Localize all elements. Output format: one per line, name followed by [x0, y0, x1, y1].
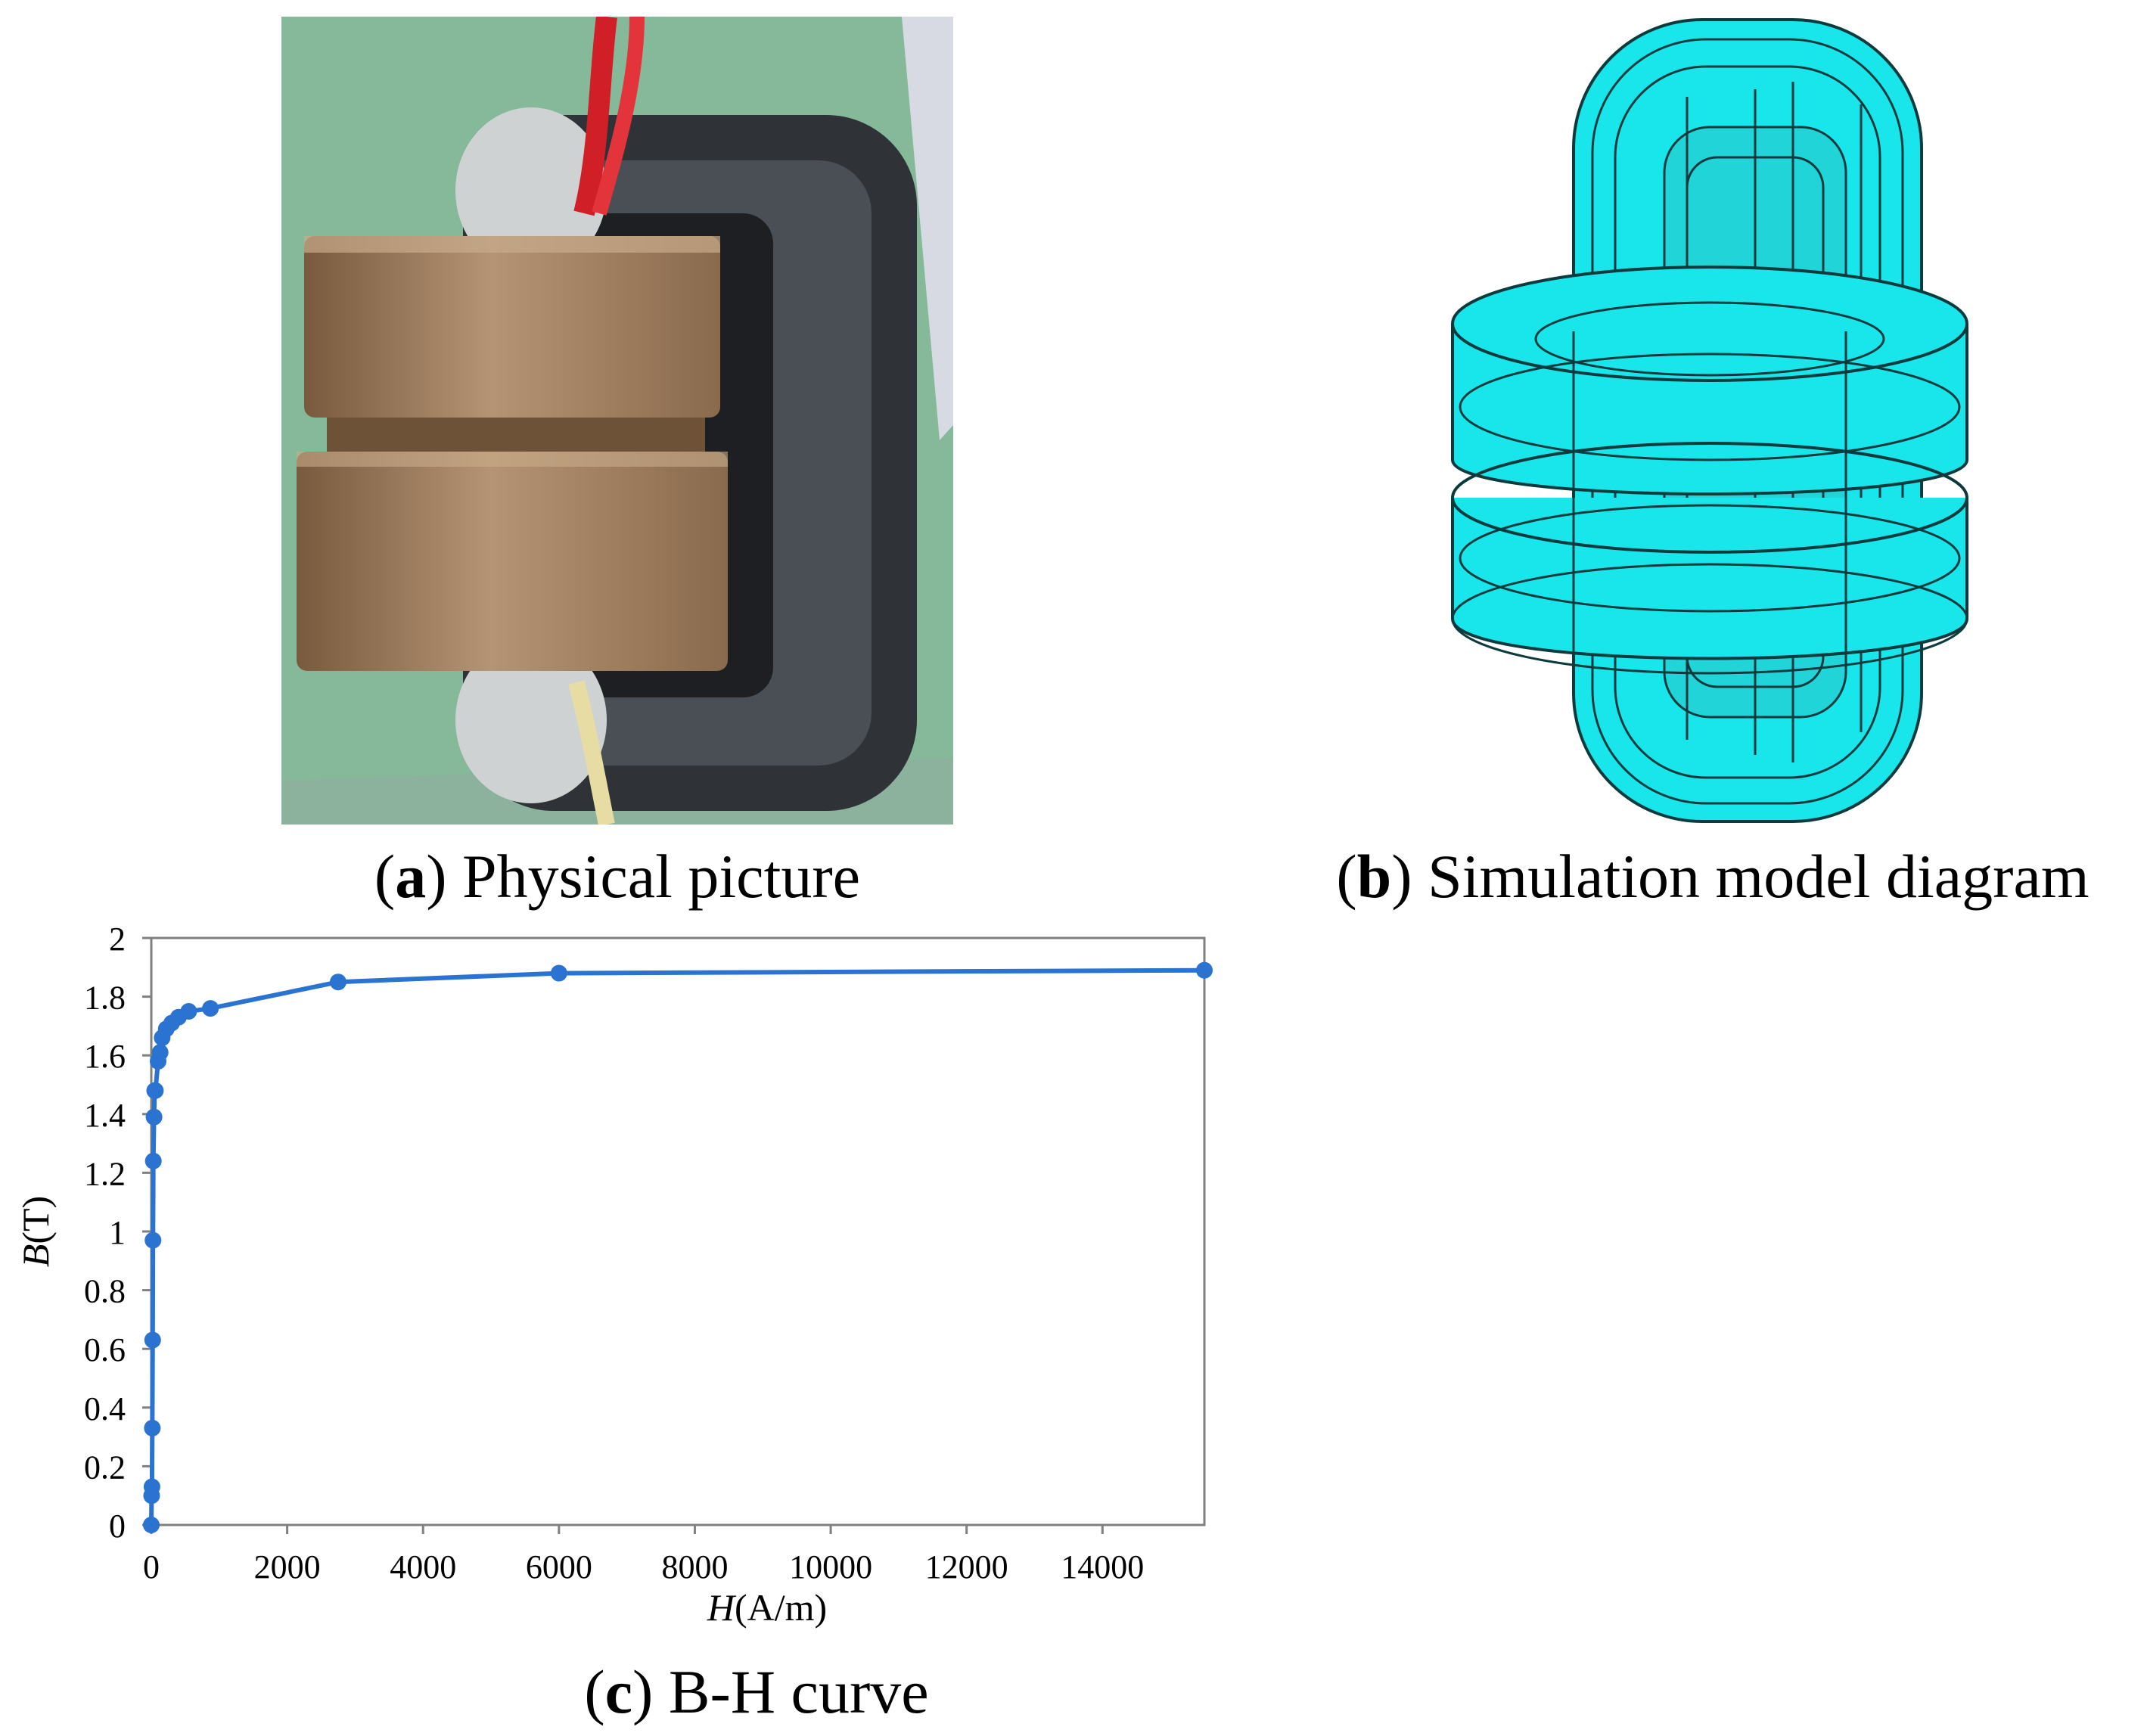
y-tick-label: 1.8 — [84, 980, 126, 1017]
x-axis-label: H(A/m) — [707, 1586, 827, 1629]
physical-photo — [281, 17, 953, 825]
caption-b: (b) Simulation model diagram — [1336, 842, 2090, 911]
y-tick-label: 0.2 — [84, 1449, 126, 1486]
y-tick-label: 0.4 — [84, 1390, 126, 1427]
y-tick-label: 0 — [109, 1508, 126, 1545]
data-point — [143, 1478, 160, 1495]
x-tick-label: 2000 — [254, 1548, 321, 1585]
bh-curve-chart: 0 0.2 0.4 0.6 0.8 1 1.2 1.4 1.6 1.8 2 0 2000 4000 600… — [0, 908, 1241, 1649]
simulation-model — [1437, 14, 1982, 831]
data-point — [145, 1108, 163, 1126]
model-lower-coil — [1451, 498, 1968, 660]
y-axis-label: B(T) — [14, 1196, 57, 1267]
plot-area — [150, 936, 1206, 1526]
data-point — [144, 1419, 161, 1436]
y-tick-label: 1.4 — [84, 1097, 126, 1134]
data-point — [151, 1044, 169, 1061]
x-tick-label: 12000 — [925, 1548, 1008, 1585]
data-point — [329, 974, 346, 991]
data-point — [550, 964, 567, 982]
series-line — [149, 967, 1205, 1526]
data-point — [147, 1082, 164, 1099]
data-point — [143, 1517, 160, 1533]
lower-coil — [297, 452, 728, 671]
caption-a: (a) Physical picture — [374, 842, 861, 911]
y-tick-label: 2 — [109, 921, 126, 958]
y-tick-label: 1 — [109, 1214, 126, 1251]
data-point — [202, 1000, 219, 1017]
data-point — [1196, 961, 1213, 979]
data-point — [144, 1331, 161, 1349]
x-tick-label: 14000 — [1061, 1548, 1144, 1585]
data-point — [144, 1231, 162, 1249]
y-tick-label: 1.6 — [84, 1038, 126, 1075]
simulation-model-image — [1451, 18, 1968, 823]
y-tick-label: 1.2 — [84, 1155, 126, 1192]
chart-svg: 0 0.2 0.4 0.6 0.8 1 1.2 1.4 1.6 1.8 2 0 2000 4000 600… — [14, 921, 1213, 1629]
upper-coil — [304, 236, 720, 418]
data-point — [144, 1152, 162, 1169]
transformer-photo-image — [281, 17, 953, 825]
x-tick-label: 0 — [143, 1548, 160, 1585]
x-tick-label: 10000 — [789, 1548, 872, 1585]
y-tick-label: 0.6 — [84, 1331, 126, 1368]
data-point — [180, 1003, 197, 1020]
caption-c: (c) B-H curve — [584, 1657, 929, 1726]
x-tick-label: 6000 — [526, 1548, 592, 1585]
y-tick-label: 0.8 — [84, 1273, 126, 1310]
x-tick-label: 8000 — [661, 1548, 728, 1585]
x-tick-label: 4000 — [390, 1548, 456, 1585]
